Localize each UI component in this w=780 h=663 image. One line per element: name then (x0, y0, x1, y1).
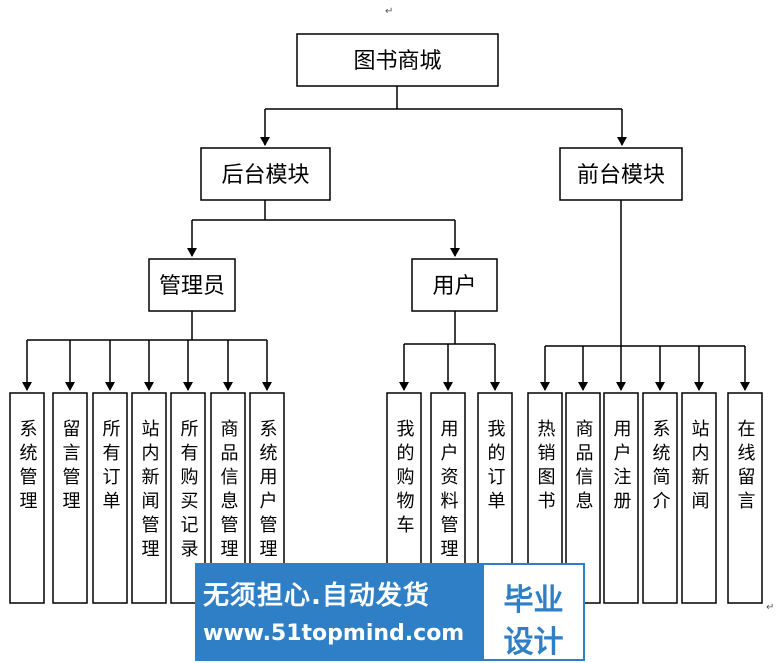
admin-function-item-2-label: 留言管理 (60, 419, 81, 515)
admin-function-item-7-label: 系统用户管理 (257, 419, 278, 563)
admin-function-item-6-label: 商品信息管理 (218, 419, 239, 563)
admin-function-item-1-frame (9, 392, 45, 604)
frontend-function-item-5: 站内新闻 (681, 392, 717, 604)
frontend-function-item-6: 在线留言 (727, 392, 763, 604)
frontend-function-item-3-frame (603, 392, 639, 604)
paragraph-mark-right: ↵ (766, 602, 774, 613)
frontend-module-node: 前台模块 (559, 147, 683, 201)
frontend-function-item-3-label: 用户注册 (611, 419, 632, 515)
admin-function-item-1: 系统管理 (9, 392, 45, 604)
frontend-module-node-frame (559, 147, 683, 201)
user-function-item-1-label: 我的购物车 (394, 419, 415, 539)
admin-function-item-4-frame (131, 392, 167, 604)
watermark-slogan: 无须担心.自动发货 (203, 581, 430, 611)
watermark-badge: 毕业 设计 (482, 563, 585, 661)
frontend-function-item-6-label: 在线留言 (735, 419, 756, 515)
frontend-function-item-4-label: 系统简介 (650, 419, 671, 515)
watermark-left-panel: 无须担心.自动发货 www.51topmind.com (195, 563, 482, 661)
frontend-function-item-5-label: 站内新闻 (689, 419, 710, 515)
admin-function-item-2: 留言管理 (52, 392, 88, 604)
user-role-node: 用户 (411, 258, 498, 312)
frontend-function-item-3: 用户注册 (603, 392, 639, 604)
frontend-function-item-2-label: 商品信息 (573, 419, 594, 515)
user-function-item-2-label: 用户资料管理 (438, 419, 459, 563)
connector-lines (22, 86, 750, 391)
node-boxes: 图书商城后台模块 前台模块管理员 用户系统管理 留言管理所有订单站内新闻管理所有购买记… (9, 33, 763, 604)
admin-function-item-3-frame (92, 392, 128, 604)
user-role-node-frame (411, 258, 498, 312)
frontend-function-item-4: 系统简介 (642, 392, 678, 604)
admin-function-item-4: 站内新闻管理 (131, 392, 167, 604)
root-node-book-mall-frame (296, 33, 499, 87)
user-role-node-label: 用户 (432, 274, 476, 299)
watermark-banner: 无须担心.自动发货 www.51topmind.com 毕业 设计 (195, 563, 585, 661)
root-node-book-mall-label: 图书商城 (353, 49, 441, 74)
frontend-function-item-4-frame (642, 392, 678, 604)
admin-role-node: 管理员 (148, 258, 236, 312)
watermark-url: www.51topmind.com (203, 621, 465, 646)
admin-role-node-label: 管理员 (159, 274, 225, 299)
frontend-function-item-6-frame (727, 392, 763, 604)
root-node-book-mall: 图书商城 (296, 33, 499, 87)
admin-function-item-2-frame (52, 392, 88, 604)
admin-function-item-3: 所有订单 (92, 392, 128, 604)
user-function-item-3-label: 我的订单 (485, 419, 506, 515)
frontend-function-item-1-label: 热销图书 (535, 419, 556, 515)
admin-function-item-5-label: 所有购买记录 (178, 419, 199, 563)
frontend-module-node-label: 前台模块 (577, 163, 665, 188)
backend-module-node-frame (200, 147, 331, 201)
admin-function-item-1-label: 系统管理 (17, 419, 38, 515)
watermark-badge-line2: 设计 (503, 625, 564, 660)
admin-function-item-4-label: 站内新闻管理 (139, 419, 160, 563)
backend-module-node-label: 后台模块 (221, 163, 309, 188)
backend-module-node: 后台模块 (200, 147, 331, 201)
admin-function-item-3-label: 所有订单 (100, 419, 121, 515)
admin-role-node-frame (148, 258, 236, 312)
paragraph-mark-top: ↵ (385, 6, 393, 17)
frontend-function-item-5-frame (681, 392, 717, 604)
watermark-badge-line1: 毕业 (503, 583, 564, 618)
